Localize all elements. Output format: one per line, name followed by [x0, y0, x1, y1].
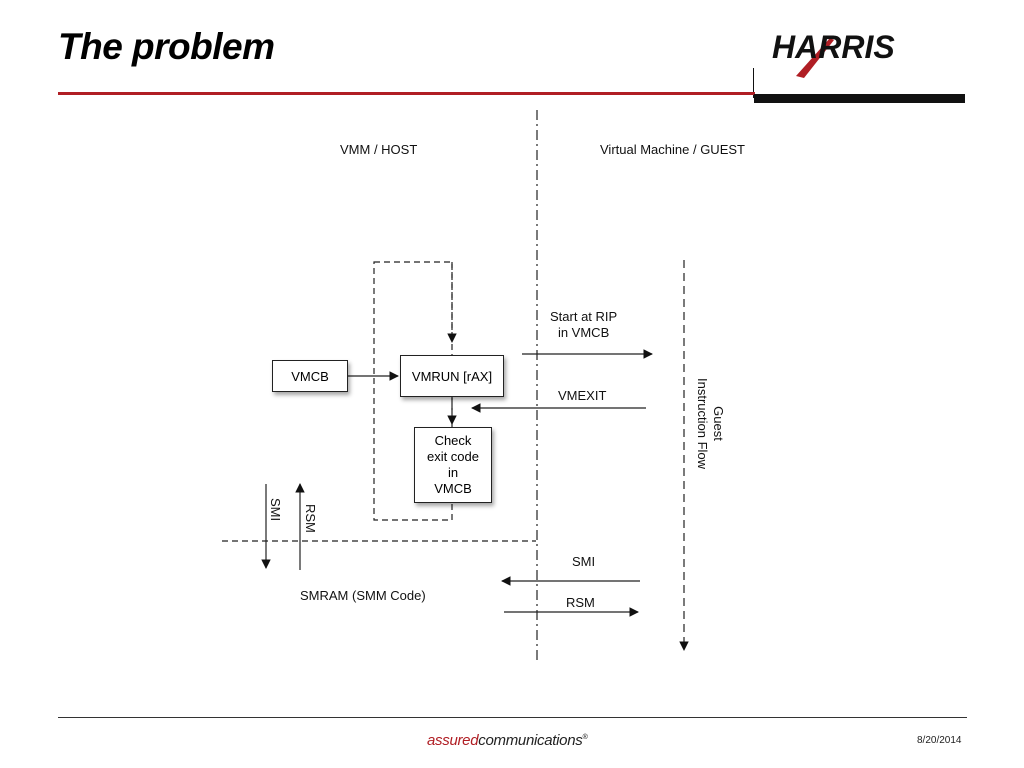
- guest-flow-label: Guest Instruction Flow: [694, 378, 726, 469]
- rsm-vertical-label: RSM: [303, 504, 318, 533]
- header-bar-black: [754, 94, 965, 103]
- check-line-3: in: [447, 465, 459, 480]
- vmexit-label: VMEXIT: [558, 388, 607, 403]
- check-line-4: VMCB: [434, 481, 472, 496]
- host-label: VMM / HOST: [340, 142, 418, 157]
- check-line-2: exit code: [426, 449, 480, 464]
- check-line-1: Check: [434, 433, 472, 448]
- footer-brand-assured: assured: [427, 732, 479, 749]
- guest-label: Virtual Machine / GUEST: [600, 142, 745, 157]
- footer-rule: [58, 717, 967, 718]
- smi-vertical-label: SMI: [268, 498, 283, 522]
- vmrun-box: VMRUN [rAX]: [400, 355, 504, 397]
- footer-brand: assuredcommunications®: [427, 732, 588, 749]
- harris-logo: HARRIS: [772, 29, 895, 78]
- start-rip-label: Start at RIP in VMCB: [550, 309, 617, 341]
- smi-label: SMI: [572, 554, 596, 569]
- header-divider-vertical: [753, 68, 754, 98]
- rsm-label: RSM: [566, 595, 595, 610]
- guest-flow-line-1: Guest: [711, 406, 726, 441]
- guest-flow-line-2: Instruction Flow: [695, 378, 710, 470]
- vmm-loop-dashed: [373, 261, 453, 521]
- logo-text: HARRIS: [772, 29, 895, 65]
- start-rip-line-1: Start at RIP: [550, 309, 618, 324]
- vmcb-box: VMCB: [272, 360, 348, 392]
- smram-label: SMRAM (SMM Code): [300, 588, 426, 603]
- start-rip-line-2: in VMCB: [557, 325, 610, 340]
- page-title: The problem: [58, 26, 275, 67]
- footer-brand-mark: ®: [582, 734, 588, 741]
- footer-date: 8/20/2014: [917, 735, 962, 746]
- check-exit-code-box: Check exit code in VMCB: [414, 427, 492, 503]
- header-rule-red: [58, 92, 755, 95]
- footer-brand-communications: communications: [478, 732, 583, 749]
